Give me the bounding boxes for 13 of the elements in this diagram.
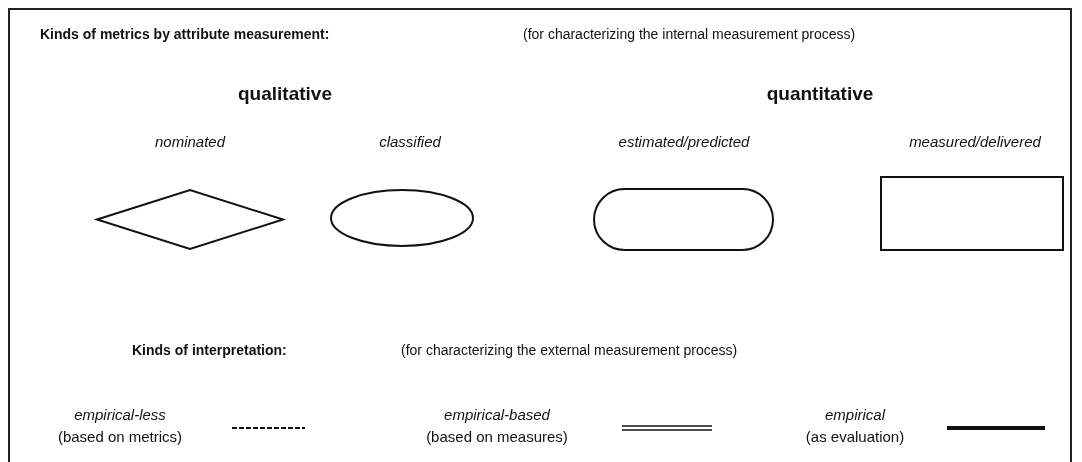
legend-text: empirical-less (based on metrics): [57, 405, 183, 447]
shape-caption: measured/delivered: [909, 133, 1041, 150]
legend-text: empirical-based (based on measures): [426, 405, 568, 447]
section-heading: Kinds of interpretation:: [132, 342, 287, 358]
note-text: (for characterizing the internal measurement process): [523, 26, 856, 42]
section-heading: Kinds of metrics by attribute measurement:: [40, 26, 330, 42]
shape-caption: estimated/predicted: [618, 133, 750, 150]
shape-caption: classified: [379, 133, 441, 150]
legend-text: empirical (as evaluation): [805, 405, 905, 447]
group-heading: quantitative: [766, 83, 874, 105]
note-text: (for characterizing the external measurement process): [401, 342, 738, 358]
group-heading: qualitative: [238, 83, 332, 105]
shape-caption: nominated: [154, 133, 226, 150]
